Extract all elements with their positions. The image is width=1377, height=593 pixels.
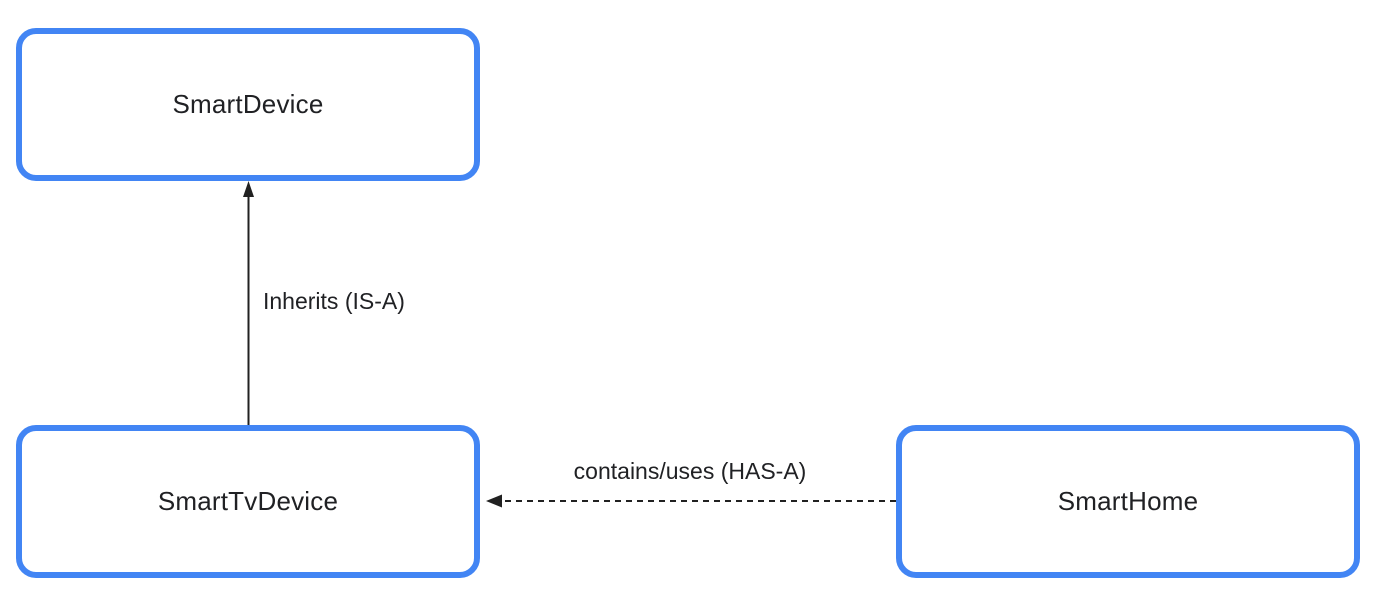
inheritance-arrow (243, 181, 254, 425)
composition-edge-label: contains/uses (HAS-A) (573, 458, 807, 484)
inheritance-arrowhead-up-icon (243, 181, 254, 197)
composition-arrowhead-left-icon (486, 494, 502, 508)
node-smart-tv-device-label: SmartTvDevice (157, 486, 339, 516)
node-smart-device: SmartDevice (16, 28, 480, 181)
node-smart-home: SmartHome (896, 425, 1360, 578)
node-smart-tv-device: SmartTvDevice (16, 425, 480, 578)
composition-arrow (486, 494, 896, 508)
node-smart-home-label: SmartHome (1057, 486, 1199, 516)
node-smart-device-label: SmartDevice (172, 89, 324, 119)
inheritance-edge-label: Inherits (IS-A) (263, 288, 405, 314)
